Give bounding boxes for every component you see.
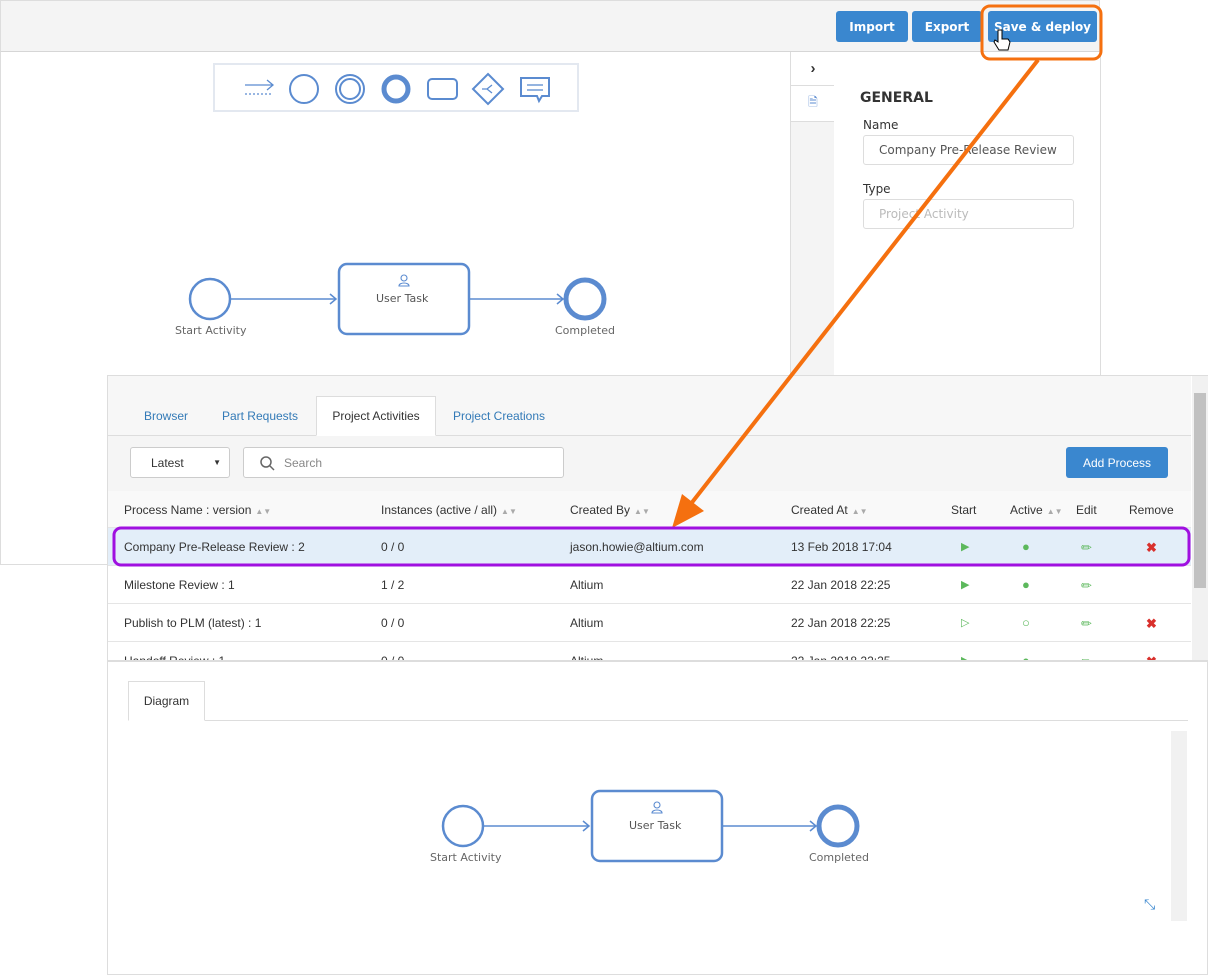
active-dot-icon[interactable]: ● (1022, 539, 1030, 554)
import-button[interactable]: Import (836, 11, 908, 42)
col-created-by[interactable]: Created By▲▼ (570, 503, 650, 517)
col-edit: Edit (1076, 503, 1097, 517)
end-event (563, 277, 607, 321)
col-process-name[interactable]: Process Name : version▲▼ (124, 503, 272, 517)
created-by: Altium (570, 578, 604, 592)
filter-bar: Latest ▼ Search Add Process (108, 436, 1191, 491)
col-remove: Remove (1129, 503, 1174, 517)
start-play-icon[interactable]: ▷ (961, 617, 970, 629)
connector-icon[interactable] (245, 79, 275, 95)
edit-pencil-icon[interactable]: ✏ (1081, 540, 1092, 555)
tab-diagram[interactable]: Diagram (128, 681, 205, 721)
instances: 0 / 0 (381, 540, 405, 554)
type-field: Project Activity (863, 199, 1074, 229)
col-active[interactable]: Active▲▼ (1010, 503, 1063, 517)
preview-end-label: Completed (809, 851, 869, 864)
version-select[interactable]: Latest ▼ (130, 447, 230, 478)
add-process-button[interactable]: Add Process (1066, 447, 1168, 478)
preview-task-label: User Task (629, 819, 682, 832)
divider (108, 660, 1208, 662)
search-icon (260, 455, 275, 471)
type-label: Type (863, 182, 891, 196)
table-row[interactable]: Handoff Review : 1 0 / 0 Altium 22 Jan 2… (108, 642, 1191, 661)
name-label: Name (863, 118, 899, 132)
collapse-chevron-icon[interactable]: › (791, 52, 835, 86)
tab-bar: Browser Part Requests Project Activities… (108, 376, 1191, 436)
section-title: GENERAL (860, 90, 933, 106)
created-by: Altium (570, 654, 604, 661)
tab-part-requests[interactable]: Part Requests (221, 409, 299, 423)
user-task (337, 262, 471, 336)
active-dot-icon[interactable]: ● (1022, 577, 1030, 592)
bottom-tab-line (128, 720, 1188, 721)
user-icon (398, 274, 410, 287)
instances: 0 / 0 (381, 654, 405, 661)
user-icon (651, 801, 663, 814)
document-icon[interactable]: 🗎 (791, 86, 835, 122)
fullscreen-icon[interactable]: ⤡ (1144, 896, 1156, 912)
created-by: jason.howie@altium.com (570, 540, 704, 554)
col-start: Start (951, 503, 977, 517)
caret-down-icon: ▼ (213, 458, 221, 467)
table-row[interactable]: Company Pre-Release Review : 2 0 / 0 jas… (108, 528, 1191, 566)
end-event-icon[interactable] (381, 74, 411, 104)
created-at: 22 Jan 2018 22:25 (791, 654, 891, 661)
export-button[interactable]: Export (912, 11, 982, 42)
start-event-label: Start Activity (175, 324, 247, 337)
shape-palette (213, 63, 579, 112)
preview-start-label: Start Activity (430, 851, 502, 864)
name-field[interactable]: Company Pre-Release Review (863, 135, 1074, 165)
created-at: 22 Jan 2018 22:25 (791, 578, 891, 592)
instances: 0 / 0 (381, 616, 405, 630)
search-placeholder: Search (284, 455, 323, 470)
tab-browser[interactable]: Browser (143, 409, 188, 423)
table-row[interactable]: Publish to PLM (latest) : 1 0 / 0 Altium… (108, 604, 1191, 642)
remove-x-icon[interactable]: ✖ (1146, 654, 1157, 661)
gateway-icon[interactable] (471, 72, 505, 106)
table-scrollbar[interactable] (1192, 376, 1208, 660)
remove-x-icon[interactable]: ✖ (1146, 616, 1157, 631)
annotation-icon[interactable] (520, 77, 550, 104)
active-dot-icon[interactable]: ● (1022, 653, 1030, 661)
created-by: Altium (570, 616, 604, 630)
remove-x-icon[interactable]: ✖ (1146, 540, 1157, 555)
edit-pencil-icon[interactable]: ✏ (1081, 616, 1092, 631)
process-name: Company Pre-Release Review : 2 (124, 540, 305, 554)
process-name: Milestone Review : 1 (124, 578, 235, 592)
preview-diagram (441, 789, 860, 863)
table-row[interactable]: Milestone Review : 1 1 / 2 Altium 22 Jan… (108, 566, 1191, 604)
col-instances[interactable]: Instances (active / all)▲▼ (381, 503, 517, 517)
created-at: 13 Feb 2018 17:04 (791, 540, 892, 554)
table-header: Process Name : version▲▼ Instances (acti… (108, 491, 1191, 528)
start-play-icon[interactable]: ▶ (961, 579, 970, 591)
edit-pencil-icon[interactable]: ✏ (1081, 578, 1092, 593)
tab-project-creations[interactable]: Project Creations (452, 409, 546, 423)
edit-pencil-icon[interactable]: ✏ (1081, 654, 1092, 661)
process-browser: Browser Part Requests Project Activities… (107, 375, 1208, 975)
process-name: Handoff Review : 1 (124, 654, 226, 661)
diagram-scrollbar[interactable] (1171, 731, 1187, 921)
start-play-icon[interactable]: ▶ (961, 541, 970, 553)
process-table-body: Company Pre-Release Review : 2 0 / 0 jas… (108, 528, 1191, 661)
properties-side-tabs: › 🗎 (790, 52, 835, 382)
start-event (188, 277, 232, 321)
start-play-icon[interactable]: ▶ (961, 655, 970, 661)
scrollbar-thumb[interactable] (1194, 393, 1206, 588)
properties-panel: GENERAL Name Company Pre-Release Review … (834, 52, 1101, 382)
save-deploy-button[interactable]: Save & deploy (988, 11, 1097, 42)
process-name: Publish to PLM (latest) : 1 (124, 616, 262, 630)
search-input[interactable]: Search (243, 447, 564, 478)
inactive-dot-icon[interactable]: ○ (1022, 615, 1030, 630)
instances: 1 / 2 (381, 578, 405, 592)
created-at: 22 Jan 2018 22:25 (791, 616, 891, 630)
end-event-label: Completed (555, 324, 615, 337)
intermediate-event-icon[interactable] (335, 74, 365, 104)
version-select-value: Latest (151, 455, 184, 470)
user-task-label: User Task (376, 292, 429, 305)
task-icon[interactable] (427, 78, 458, 100)
start-event-icon[interactable] (289, 74, 319, 104)
col-created-at[interactable]: Created At▲▼ (791, 503, 868, 517)
process-diagram[interactable] (170, 260, 630, 345)
tab-project-activities[interactable]: Project Activities (316, 396, 436, 436)
